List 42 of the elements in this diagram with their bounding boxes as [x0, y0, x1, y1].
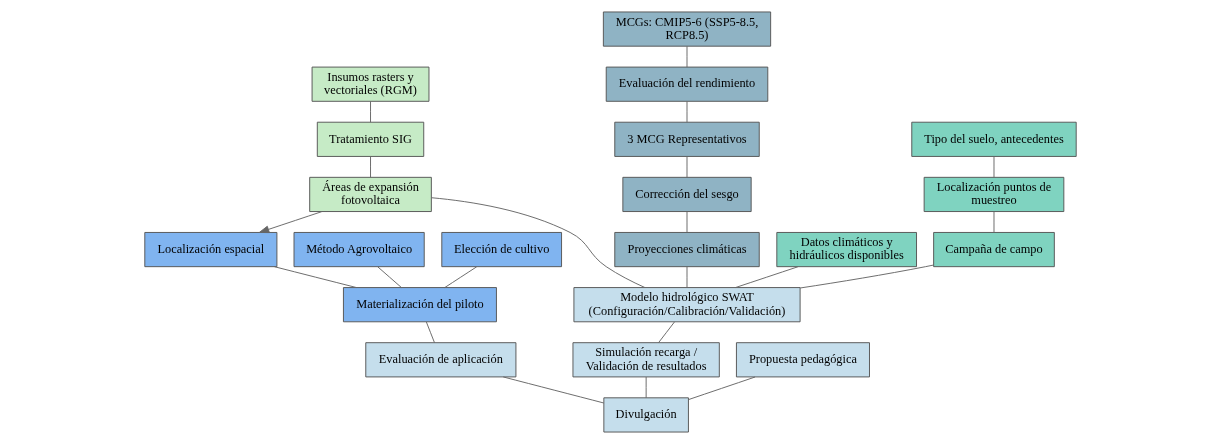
- node-box: Tipo del suelo, antecedentes: [910, 121, 1077, 157]
- node-box: Proyecciones climáticas: [613, 231, 760, 268]
- node-box: Campaña de campo: [932, 231, 1055, 268]
- connector: [369, 100, 371, 123]
- connector: [376, 266, 402, 289]
- node-box: Áreas de expansión fotovoltaica: [308, 176, 432, 213]
- connector: [799, 264, 934, 289]
- connector: [430, 197, 645, 289]
- node-box: 3 MCG Representativos: [613, 121, 760, 157]
- connector: [687, 376, 756, 401]
- node-box: Insumos rasters y vectoriales (RGM): [311, 66, 429, 102]
- connector: [657, 321, 675, 344]
- connector: [993, 156, 994, 178]
- connector: [273, 266, 357, 288]
- node-box: Simulación recarga / Validación de resultados: [572, 342, 720, 378]
- node-box: MCGs: CMIP5-6 (SSP5-8.5, RCP8.5): [602, 11, 771, 47]
- connector: [734, 266, 798, 289]
- node-box: Método Agrovoltaico: [293, 231, 425, 268]
- node-box: Localización espacial: [143, 231, 277, 268]
- connector: [686, 266, 687, 289]
- node-box: Datos climáticos y hidráulicos disponibles: [775, 231, 917, 268]
- node-box: Evaluación del rendimiento: [605, 66, 768, 102]
- node-box: Corrección del sesgo: [621, 176, 752, 213]
- connector: [502, 376, 604, 404]
- node-box: Divulgación: [602, 397, 689, 433]
- node-box: Evaluación de aplicación: [364, 342, 516, 378]
- connector: [369, 156, 371, 178]
- node-box: Materialización del piloto: [342, 287, 497, 323]
- connector: [993, 211, 994, 233]
- connector: [686, 45, 687, 68]
- node-box: Tratamiento SIG: [316, 121, 424, 157]
- connector: [686, 156, 687, 178]
- connector: [425, 321, 435, 344]
- connector: [645, 376, 647, 399]
- node-box: Modelo hidrológico SWAT (Configuración/Calibración/Validación): [572, 287, 801, 323]
- connector: [686, 100, 687, 123]
- node-box: Propuesta pedagógica: [735, 342, 870, 378]
- connector: [443, 266, 477, 289]
- node-box: Elección de cultivo: [440, 231, 562, 268]
- connector: [686, 211, 687, 233]
- node-box: Localización puntos de muestreo: [923, 176, 1064, 213]
- arrow: [258, 211, 322, 234]
